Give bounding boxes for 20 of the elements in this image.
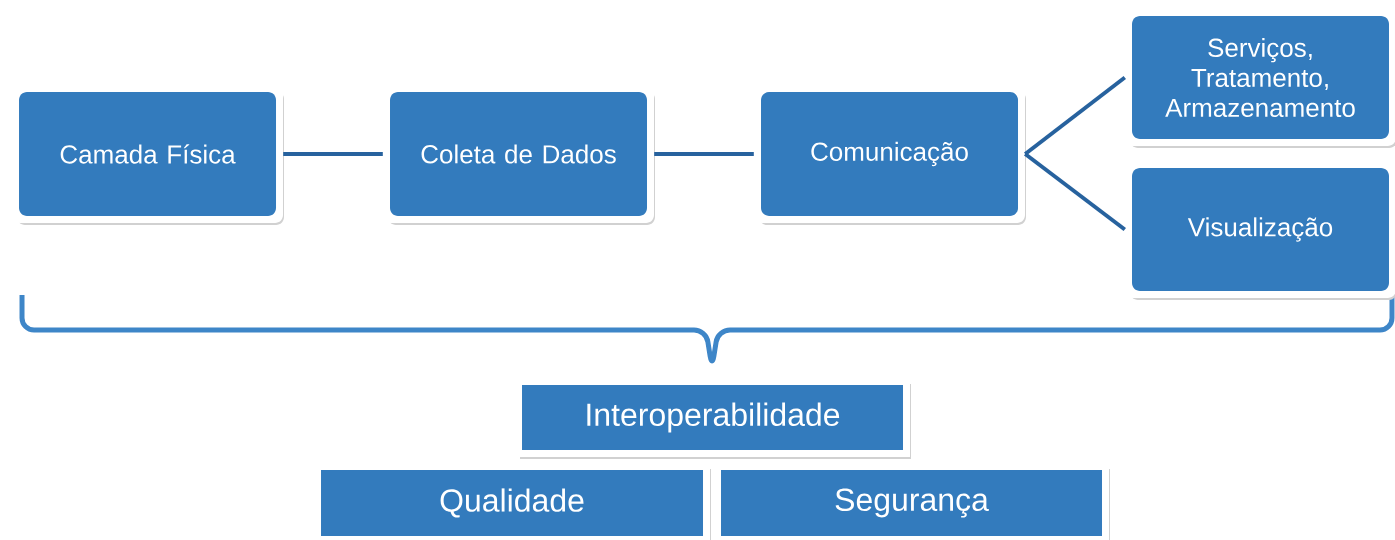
node-label: Segurança <box>835 488 989 518</box>
process-box: Comunicação <box>754 85 1026 225</box>
process-box: Coleta de Dados <box>383 85 655 225</box>
connector-line <box>1024 152 1126 232</box>
connector-line <box>283 152 383 156</box>
label-box: Qualidade <box>314 463 711 540</box>
connector-line <box>1024 75 1126 156</box>
connector-line <box>654 152 754 156</box>
node-label: Visualização <box>1187 217 1333 242</box>
node-label: Coleta de Dados <box>421 144 616 164</box>
node-label: Qualidade <box>440 488 584 518</box>
process-box: Camada Física <box>12 85 284 225</box>
node-label: Camada Física <box>60 144 236 164</box>
node-label: Interoperabilidade <box>587 402 840 433</box>
label-box: Segurança <box>714 463 1110 540</box>
label-box: Interoperabilidade <box>515 378 911 459</box>
node-label: Serviços, Tratamento, Armazenamento <box>1165 37 1355 118</box>
process-box: Visualização <box>1125 161 1395 300</box>
node-label: Comunicação <box>811 141 968 167</box>
process-box: Serviços, Tratamento, Armazenamento <box>1125 9 1395 148</box>
